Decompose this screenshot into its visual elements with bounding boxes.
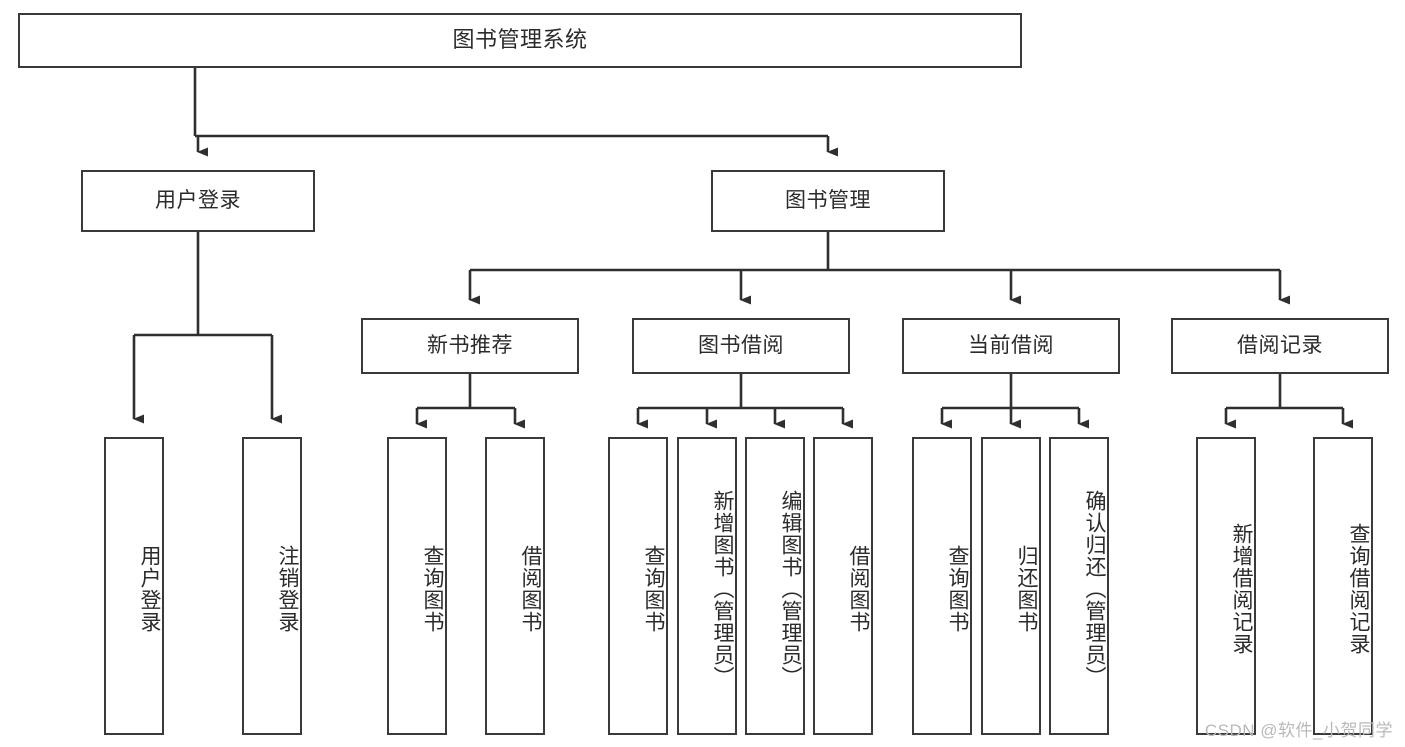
node-leaf-query-book-2[interactable]: 查询图书 [608,437,668,735]
node-current-borrow[interactable]: 当前借阅 [902,318,1120,374]
node-borrow-record[interactable]: 借阅记录 [1171,318,1389,374]
node-new-book-recommend[interactable]: 新书推荐 [361,318,579,374]
node-leaf-return-book-label: 归还图书 [1015,545,1038,633]
node-book-manage-label: 图书管理 [785,189,871,213]
node-book-borrow-label: 图书借阅 [698,334,784,358]
node-leaf-query-book-1-label: 查询图书 [421,545,444,633]
node-leaf-confirm-return[interactable]: 确认归还（管理员） [1049,437,1109,735]
node-leaf-edit-book[interactable]: 编辑图书（管理员） [745,437,805,735]
node-user-login[interactable]: 用户登录 [81,170,315,232]
node-root-label: 图书管理系统 [452,27,588,53]
node-leaf-query-record[interactable]: 查询借阅记录 [1313,437,1373,735]
node-leaf-add-record-label: 新增借阅记录 [1230,523,1253,655]
node-leaf-query-book-3-label: 查询图书 [946,545,969,633]
node-leaf-borrow-book-1-label: 借阅图书 [519,545,542,633]
node-current-borrow-label: 当前借阅 [968,334,1054,358]
node-leaf-borrow-book-2-label: 借阅图书 [847,545,870,633]
node-leaf-query-record-label: 查询借阅记录 [1347,523,1370,655]
node-leaf-confirm-return-label: 确认归还（管理员） [1083,490,1106,688]
node-leaf-query-book-2-label: 查询图书 [642,545,665,633]
node-leaf-query-book-3[interactable]: 查询图书 [912,437,972,735]
node-leaf-user-login[interactable]: 用户登录 [104,437,164,735]
node-leaf-return-book[interactable]: 归还图书 [981,437,1041,735]
node-leaf-user-logout[interactable]: 注销登录 [242,437,302,735]
node-root[interactable]: 图书管理系统 [18,13,1022,68]
node-leaf-add-record[interactable]: 新增借阅记录 [1196,437,1256,735]
node-user-login-label: 用户登录 [155,189,241,213]
node-leaf-borrow-book-1[interactable]: 借阅图书 [485,437,545,735]
node-leaf-borrow-book-2[interactable]: 借阅图书 [813,437,873,735]
node-borrow-record-label: 借阅记录 [1237,334,1323,358]
node-book-borrow[interactable]: 图书借阅 [632,318,850,374]
node-leaf-query-book-1[interactable]: 查询图书 [387,437,447,735]
watermark: CSDN @软件_小贺同学 [1204,721,1393,740]
node-book-manage[interactable]: 图书管理 [711,170,945,232]
node-leaf-add-book[interactable]: 新增图书（管理员） [677,437,737,735]
node-new-book-recommend-label: 新书推荐 [427,334,513,358]
node-leaf-user-logout-label: 注销登录 [276,545,299,633]
node-leaf-add-book-label: 新增图书（管理员） [711,490,734,688]
node-leaf-edit-book-label: 编辑图书（管理员） [779,490,802,688]
node-leaf-user-login-label: 用户登录 [138,545,161,633]
